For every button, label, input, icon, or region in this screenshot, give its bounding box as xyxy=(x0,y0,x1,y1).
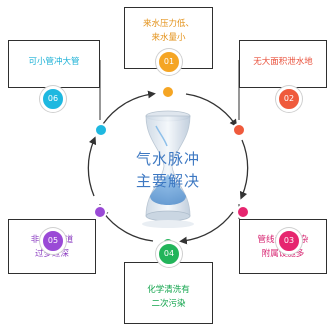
item-02-line-1: 无大面积泄水地 xyxy=(253,57,313,67)
ring-node-6 xyxy=(94,123,108,137)
ring-node-3 xyxy=(236,205,250,219)
badge-01: 01 xyxy=(156,49,182,75)
ring-node-1 xyxy=(161,85,175,99)
badge-03: 03 xyxy=(276,228,302,254)
item-box-02: 无大面积泄水地 xyxy=(239,40,327,88)
badge-06: 06 xyxy=(40,86,66,112)
badge-02: 02 xyxy=(276,86,302,112)
item-01-line-1: 来水压力低、 xyxy=(142,19,194,29)
ring-node-5 xyxy=(93,205,107,219)
ring-node-2 xyxy=(232,123,246,137)
item-04-line-2: 二次污染 xyxy=(151,299,186,309)
center-title: 气水脉冲 主要解决 xyxy=(118,148,218,192)
item-01-line-2: 来水量小 xyxy=(151,33,186,43)
badge-04: 04 xyxy=(156,241,182,267)
item-box-06: 可小管冲大管 xyxy=(8,40,100,88)
center-title-line-1: 气水脉冲 xyxy=(135,150,200,168)
item-04-line-1: 化学清洗有 xyxy=(147,285,190,295)
item-05-line-2: 过多过深 xyxy=(34,249,69,259)
badge-05: 05 xyxy=(40,228,66,254)
center-title-line-2: 主要解决 xyxy=(135,172,200,190)
cycle-ring xyxy=(87,90,249,245)
item-box-04: 化学清洗有 二次污染 xyxy=(124,262,213,324)
hourglass-illustration xyxy=(142,110,194,228)
item-06-line-1: 可小管冲大管 xyxy=(28,57,80,67)
item-03-line-2: 附属设施多 xyxy=(261,249,305,259)
